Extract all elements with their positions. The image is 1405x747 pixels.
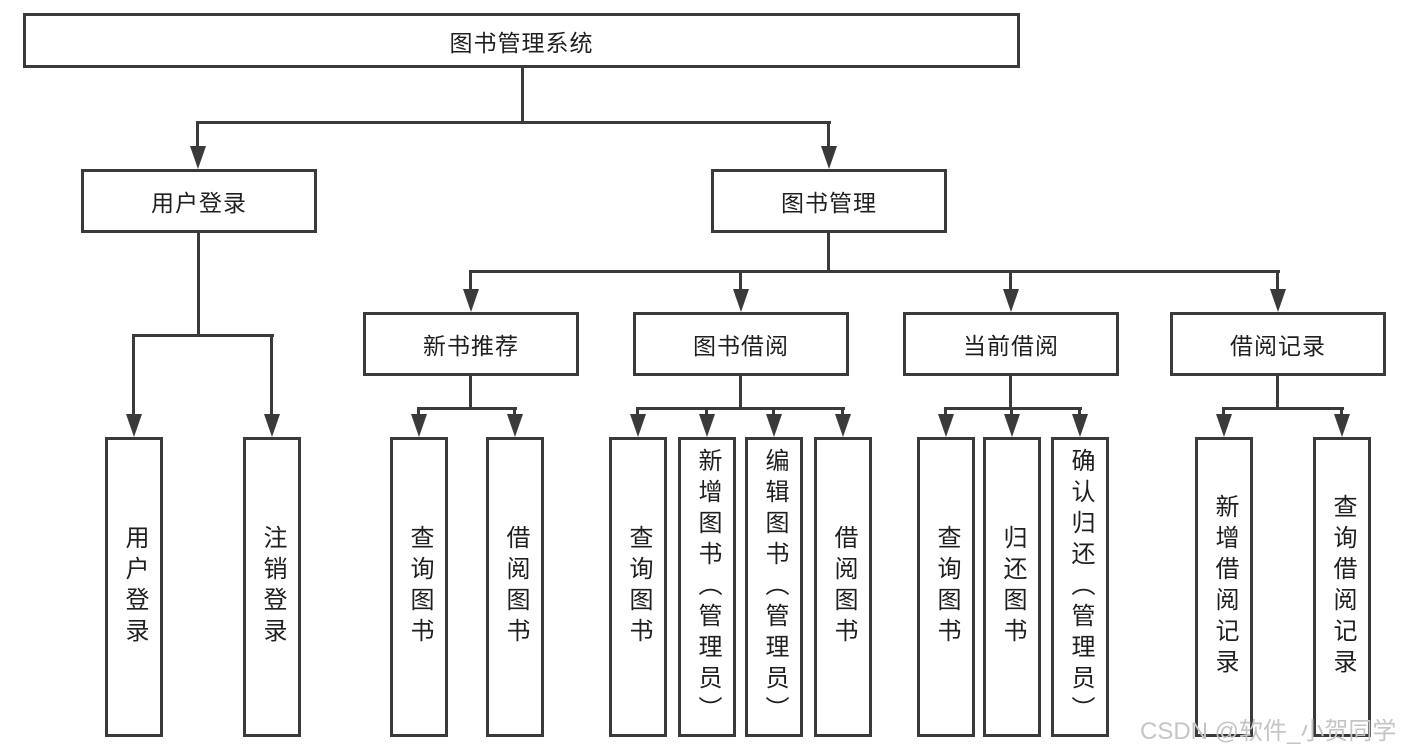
leaf-add-borrow-record: 新增借阅记录 [1195,437,1253,737]
leaf-edit-book-admin: 编辑图书（管理员） [745,437,803,737]
node-new-book-recommendation: 新书推荐 [363,312,579,376]
leaf-query-books-current: 查询图书 [917,437,975,737]
down-arrow [1270,270,1286,312]
leaf-user-login: 用户登录 [105,437,163,737]
node-label: 新书推荐 [423,333,519,359]
leaf-borrow-books: 借阅图书 [814,437,872,737]
down-arrow [190,121,206,169]
node-current-borrowing: 当前借阅 [903,312,1119,376]
leaf-query-borrow-record: 查询借阅记录 [1313,437,1371,737]
down-arrow [699,407,715,437]
down-arrow [1334,407,1350,437]
down-arrow [264,334,280,437]
connector-line [739,376,742,410]
node-label: 图书管理 [781,190,877,216]
node-borrowing-records: 借阅记录 [1170,312,1386,376]
connector-line [1276,376,1279,410]
node-label: 用户登录 [151,190,247,216]
connector-line [470,270,1280,273]
node-library-management-system: 图书管理系统 [23,13,1020,68]
connector-line [944,407,1082,410]
node-user-login: 用户登录 [81,169,317,233]
node-label: 图书管理系统 [449,29,594,56]
leaf-label: 借阅图书 [502,525,529,649]
down-arrow [126,334,142,437]
csdn-watermark: CSDN @软件_小贺同学 [1140,718,1397,745]
connector-line [418,407,517,410]
leaf-label: 借阅图书 [830,525,857,649]
down-arrow [411,407,427,437]
leaf-label: 注销登录 [259,525,286,649]
leaf-label: 查询图书 [625,525,652,649]
leaf-label: 查询图书 [933,525,960,649]
connector-line [827,233,830,273]
node-label: 图书借阅 [693,333,789,359]
down-arrow [1004,407,1020,437]
connector-line [469,376,472,410]
down-arrow [733,270,749,312]
connector-line [133,334,274,337]
leaf-label: 查询图书 [406,525,433,649]
node-book-management: 图书管理 [711,169,947,233]
down-arrow [1216,407,1232,437]
connector-line [521,68,524,123]
leaf-label: 新增借阅记录 [1211,494,1238,680]
connector-line [1009,376,1012,410]
node-label: 借阅记录 [1230,333,1326,359]
down-arrow [1003,270,1019,312]
leaf-add-book-admin: 新增图书（管理员） [678,437,736,737]
down-arrow [938,407,954,437]
down-arrow [507,407,523,437]
leaf-return-books: 归还图书 [983,437,1041,737]
leaf-label: 编辑图书（管理员） [761,447,788,727]
down-arrow [821,121,837,169]
leaf-label: 归还图书 [999,525,1026,649]
connector-line [196,121,831,124]
down-arrow [766,407,782,437]
connector-line [197,233,200,337]
leaf-borrow-books-recommend: 借阅图书 [486,437,544,737]
down-arrow [630,407,646,437]
leaf-query-books-recommend: 查询图书 [390,437,448,737]
down-arrow [1072,407,1088,437]
connector-line [1222,407,1344,410]
down-arrow [463,270,479,312]
node-label: 当前借阅 [963,333,1059,359]
leaf-logout: 注销登录 [243,437,301,737]
leaf-label: 新增图书（管理员） [694,447,721,727]
leaf-label: 用户登录 [121,525,148,649]
leaf-label: 查询借阅记录 [1329,494,1356,680]
leaf-query-books-borrowing: 查询图书 [609,437,667,737]
node-book-borrowing: 图书借阅 [633,312,849,376]
down-arrow [835,407,851,437]
connector-line [636,407,845,410]
leaf-confirm-return-admin: 确认归还（管理员） [1051,437,1109,737]
leaf-label: 确认归还（管理员） [1067,447,1094,727]
